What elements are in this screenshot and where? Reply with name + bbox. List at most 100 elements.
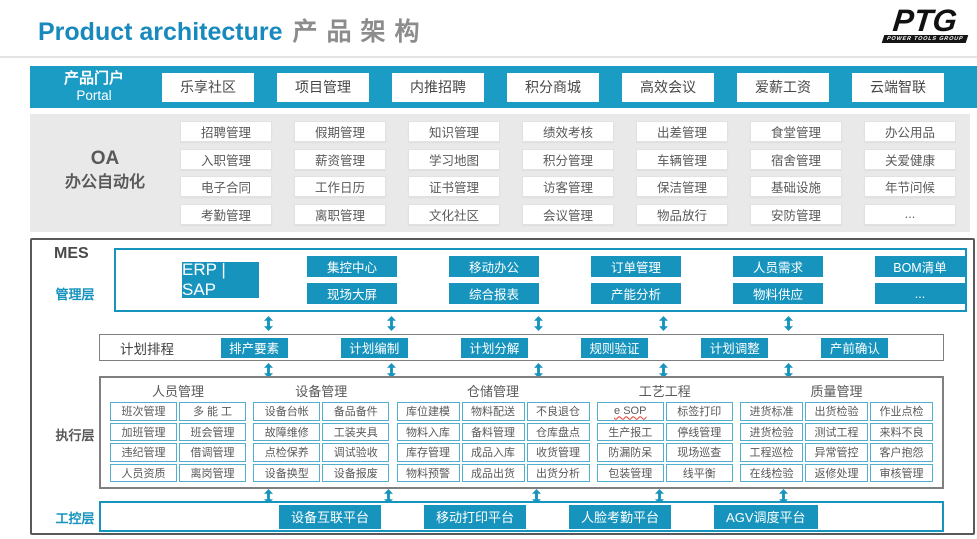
portal-label-en: Portal	[76, 87, 112, 103]
module-cell: 在线检验	[740, 463, 803, 482]
updown-arrow-icon	[264, 363, 273, 378]
oa-item: 考勤管理	[180, 203, 272, 225]
oa-item: 离职管理	[294, 203, 386, 225]
oa-item: 宿舍管理	[750, 148, 842, 170]
arrow-row	[32, 489, 973, 504]
management-pair: 集控中心 现场大屏	[307, 256, 397, 304]
control-chip: AGV调度平台	[714, 504, 818, 529]
execution-group-title: 仓储管理	[466, 384, 519, 399]
module-cell: 库存管理	[396, 443, 460, 462]
execution-group-quality: 质量管理 进货标准出货检验作业点检进货检验测试工程来料不良工程巡检异常管控客户抱…	[740, 378, 933, 487]
oa-item: 车辆管理	[636, 148, 728, 170]
header-divider	[0, 56, 977, 58]
portal-items: 乐享社区项目管理内推招聘积分商城高效会议爱薪工资云端智联	[162, 72, 944, 102]
execution-layer-box: 人员管理 班次管理多 能 工加班管理班会管理违纪管理借调管理人员资质离岗管理 设…	[99, 376, 944, 489]
execution-group-title: 人员管理	[151, 384, 204, 399]
module-cell: 物料入库	[396, 422, 460, 441]
management-pair: BOM清单 ...	[875, 256, 965, 304]
portal-item: 积分商城	[507, 72, 599, 102]
execution-group-personnel: 人员管理 班次管理多 能 工加班管理班会管理违纪管理借调管理人员资质离岗管理	[110, 378, 246, 487]
updown-arrow-icon	[779, 489, 788, 504]
arrow-row	[32, 316, 973, 331]
oa-item: 物品放行	[636, 203, 728, 225]
updown-arrow-icon	[387, 363, 396, 378]
management-pair: 移动办公 综合报表	[449, 256, 539, 304]
oa-item: 关爱健康	[864, 148, 956, 170]
oa-item: 工作日历	[294, 176, 386, 197]
oa-item: 证书管理	[408, 176, 500, 197]
oa-item: 出差管理	[636, 121, 728, 142]
planning-chip: 规则验证	[581, 337, 649, 358]
module-cell: 故障维修	[253, 422, 321, 441]
execution-group-title: 工艺工程	[638, 384, 691, 399]
module-cell: 审核管理	[870, 463, 933, 482]
updown-arrow-icon	[387, 316, 396, 331]
module-cell: 不良退仓	[526, 402, 590, 421]
portal-item: 云端智联	[852, 72, 944, 102]
oa-label-line1: OA	[90, 148, 120, 169]
portal-item: 项目管理	[277, 72, 369, 102]
updown-arrow-icon	[534, 316, 543, 331]
oa-item: 办公用品	[864, 121, 956, 142]
updown-arrow-icon	[659, 363, 668, 378]
oa-grid: 招聘管理假期管理知识管理绩效考核出差管理食堂管理办公用品入职管理薪资管理学习地图…	[180, 121, 958, 225]
management-chip: ...	[875, 283, 965, 304]
oa-item: 基础设施	[750, 176, 842, 197]
management-chip: 人员需求	[733, 256, 823, 277]
execution-group-warehouse: 仓储管理 库位建模物料配送不良退仓物料入库备料管理仓库盘点库存管理成品入库收货管…	[396, 378, 590, 487]
module-cell: 违纪管理	[110, 443, 177, 462]
execution-group-grid: 班次管理多 能 工加班管理班会管理违纪管理借调管理人员资质离岗管理	[110, 402, 246, 482]
updown-arrow-icon	[264, 489, 273, 504]
module-cell: 生产报工	[596, 422, 664, 441]
control-chip: 移动打印平台	[424, 504, 527, 529]
updown-arrow-icon	[784, 316, 793, 331]
module-cell: 库位建模	[396, 402, 460, 421]
erp-sap-chip: ERP | SAP	[182, 260, 259, 299]
module-cell: 现场巡查	[665, 443, 733, 462]
execution-group-grid: 库位建模物料配送不良退仓物料入库备料管理仓库盘点库存管理成品入库收货管理物料预警…	[396, 402, 590, 482]
planning-items: 排产要素计划编制计划分解规则验证计划调整产前确认	[194, 337, 915, 358]
module-cell: 班会管理	[179, 422, 246, 441]
updown-arrow-icon	[384, 489, 393, 504]
management-chip: 订单管理	[591, 256, 681, 277]
management-pair: 人员需求 物料供应	[733, 256, 823, 304]
oa-item: 文化社区	[408, 203, 500, 225]
module-cell: 标签打印	[665, 402, 733, 421]
portal-item: 内推招聘	[392, 72, 484, 102]
module-cell: 出货分析	[526, 463, 590, 482]
module-cell: 工程巡检	[740, 443, 803, 462]
planning-label: 计划排程	[120, 341, 174, 357]
portal-label: 产品门户 Portal	[30, 70, 158, 104]
oa-item: 电子合同	[180, 176, 272, 197]
planning-chip: 产前确认	[821, 337, 889, 358]
page-title-chinese: 产品架构	[292, 18, 429, 46]
module-cell: 设备报废	[322, 463, 390, 482]
oa-item: 入职管理	[180, 148, 272, 170]
oa-item: 薪资管理	[294, 148, 386, 170]
module-cell: 成品出货	[461, 463, 525, 482]
module-cell: 工装夹具	[322, 422, 390, 441]
updown-arrow-icon	[659, 316, 668, 331]
module-cell: 防漏防呆	[596, 443, 664, 462]
oa-item: ...	[864, 203, 956, 225]
management-chip: 产能分析	[591, 283, 681, 304]
planning-row: 计划排程 排产要素计划编制计划分解规则验证计划调整产前确认	[99, 334, 944, 361]
oa-item: 招聘管理	[180, 121, 272, 142]
management-layer-label: 管理层	[55, 287, 95, 302]
control-chip: 人脸考勤平台	[569, 504, 672, 529]
portal-item: 乐享社区	[162, 72, 254, 102]
management-pair: 订单管理 产能分析	[591, 256, 681, 304]
oa-section: OA 办公自动化 招聘管理假期管理知识管理绩效考核出差管理食堂管理办公用品入职管…	[30, 114, 970, 232]
module-cell: 收货管理	[526, 443, 590, 462]
portal-item: 爱薪工资	[737, 72, 829, 102]
planning-chip: 计划调整	[701, 337, 769, 358]
execution-group-equipment: 设备管理 设备台帐备品备件故障维修工装夹具点检保养调试验收设备换型设备报废	[253, 378, 390, 487]
portal-bar: 产品门户 Portal 乐享社区项目管理内推招聘积分商城高效会议爱薪工资云端智联	[30, 66, 977, 108]
module-cell: 物料配送	[461, 402, 525, 421]
module-cell: 进货检验	[740, 422, 803, 441]
oa-label: OA 办公自动化	[30, 146, 180, 193]
module-cell: 点检保养	[253, 443, 321, 462]
